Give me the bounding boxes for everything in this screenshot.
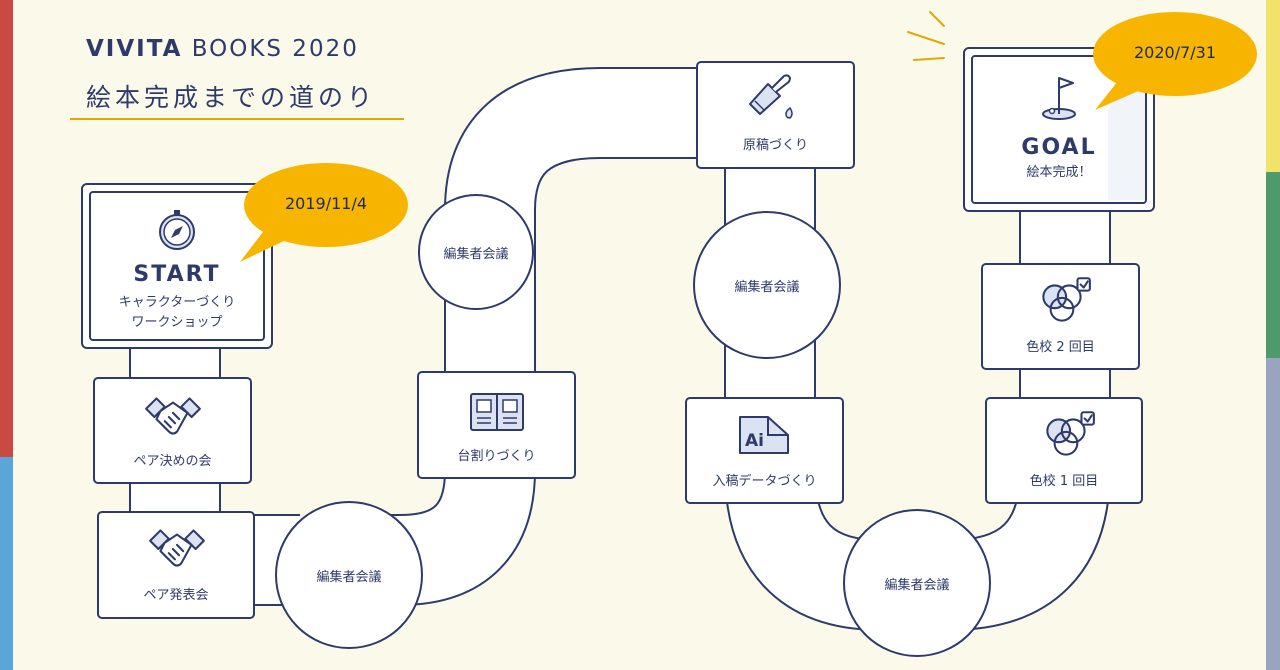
start-date-bubble [240,163,408,262]
goal-label: GOAL [1021,135,1097,160]
goal-desc: 絵本完成！ [1026,165,1092,180]
right-edge-gray [1266,358,1280,670]
start-desc-2: ワークショップ [131,315,223,330]
step-layout-making: 台割りづくり [457,449,536,464]
paint-brush-icon [749,74,793,119]
left-edge-red [0,0,13,457]
goal-date-bubble [1093,12,1257,110]
compass-icon [159,210,195,250]
goal-box [963,47,1155,212]
right-edge-green [1266,172,1280,358]
start-date: 2019/11/4 [284,194,368,213]
right-edge-yellow [1266,0,1280,172]
start-label: START [133,262,221,287]
step-manuscript: 原稿づくり [742,138,808,153]
meeting-circles [275,194,991,657]
step-pair-decide: ペア決めの会 [133,454,212,469]
meeting-label-4: 編集者会議 [884,578,950,593]
meeting-label-3: 編集者会議 [734,280,800,295]
step-color-proof-1: 色校 1 回目 [1029,474,1099,489]
start-desc-1: キャラクターづくり [118,295,236,310]
step-color-proof-2: 色校 2 回目 [1026,340,1095,355]
ai-file-icon: Ai [739,416,789,454]
meeting-label-1: 編集者会議 [316,570,382,585]
page-subtitle: 絵本完成までの道のり [86,83,377,112]
burst-lines [907,11,945,61]
brand-title: VIVITA BOOKS 2020 [86,36,359,62]
step-pair-present: ペア発表会 [143,588,209,603]
brand-bold: VIVITA [86,36,183,62]
step-data-making: 入稿データづくり [712,474,817,489]
meeting-label-2: 編集者会議 [443,247,509,262]
brand-light: BOOKS 2020 [191,36,359,62]
left-edge-blue [0,457,13,670]
start-box [81,183,273,349]
title-underline [70,118,404,120]
layout-sheet-icon [470,393,524,431]
golf-flag-icon [1042,77,1076,120]
svg-text:Ai: Ai [745,431,764,451]
goal-date: 2020/7/31 [1133,43,1217,62]
